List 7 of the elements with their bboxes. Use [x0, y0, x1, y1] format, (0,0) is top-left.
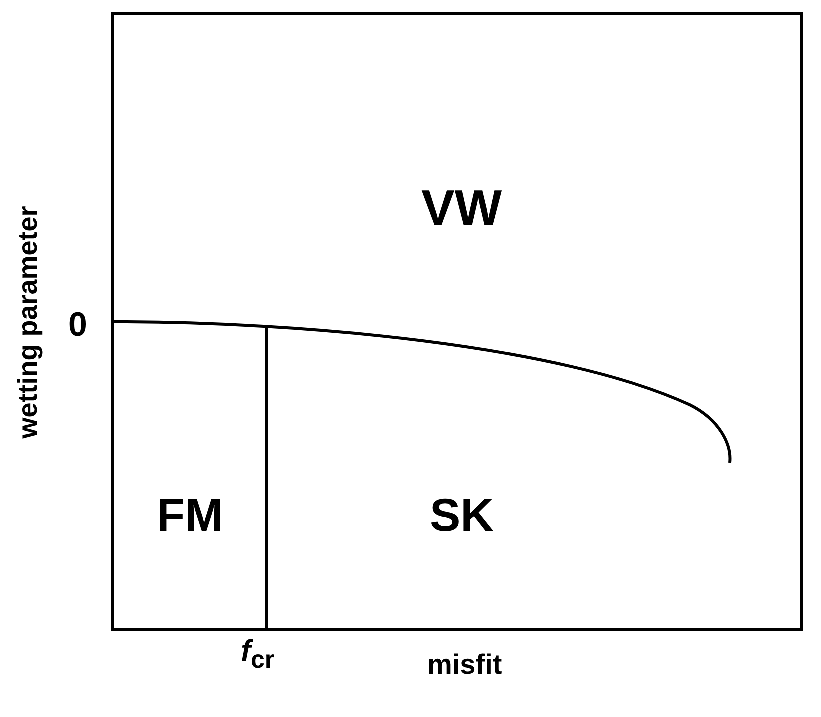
- axis-tick-label: 0: [68, 308, 88, 342]
- region-label: FM: [157, 492, 224, 538]
- region-label: SK: [430, 492, 494, 538]
- axis-title: misfit: [428, 651, 502, 679]
- axis-title: wetting parameter: [14, 206, 42, 438]
- axis-tick-label: f$_{cr}$: [241, 637, 275, 673]
- region-label: VW: [422, 183, 502, 233]
